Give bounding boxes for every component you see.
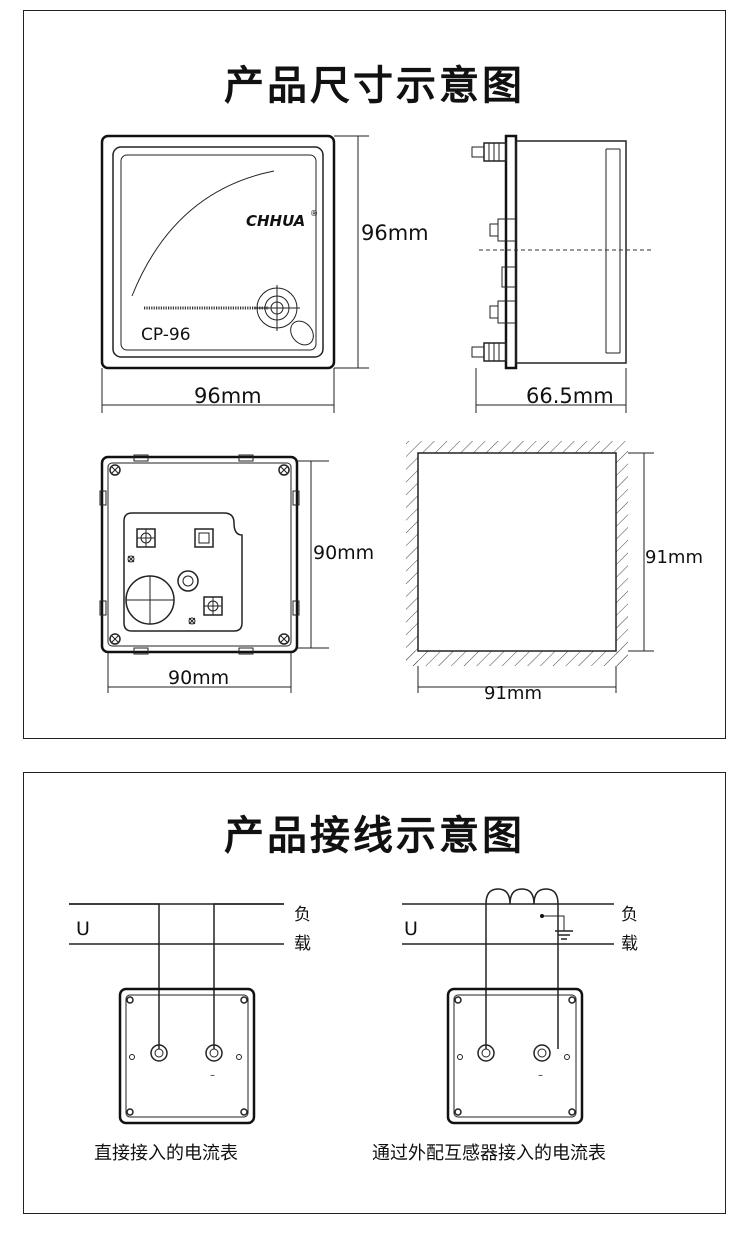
front-height-label: 96mm xyxy=(361,221,429,245)
dimension-panel: 产品尺寸示意图 CHHUA ® CP-96 xyxy=(23,10,726,739)
side-view: 66.5mm xyxy=(471,134,654,413)
cutout-hatch-left xyxy=(406,441,418,666)
brand-logo: CHHUA xyxy=(246,212,305,230)
rear-terminal-plate xyxy=(123,512,243,632)
side-clamp-top xyxy=(483,142,507,162)
model-label: CP-96 xyxy=(141,325,191,345)
ct-meter xyxy=(446,987,584,1125)
ct-terminal-plus xyxy=(477,1044,495,1062)
scale-arc xyxy=(131,170,275,297)
wiring-panel: 产品接线示意图 U 负 载 – 直接接入的电流表 xyxy=(23,772,726,1214)
front-view: CHHUA ® CP-96 96mm 96mm xyxy=(100,134,429,413)
rear-view: 90mm 90mm xyxy=(99,454,374,693)
cutout-hatch-right xyxy=(616,453,628,666)
zero-adjuster-tab xyxy=(290,320,314,346)
side-body xyxy=(515,140,627,364)
direct-terminal-minus xyxy=(205,1044,223,1062)
panel-cutout-view: 91mm 91mm xyxy=(406,441,703,704)
ct-terminal-minus xyxy=(533,1044,551,1062)
front-bezel-outer xyxy=(100,134,336,370)
side-clamp-bottom xyxy=(483,342,507,362)
front-bezel-inner xyxy=(112,146,324,358)
direct-wire-a xyxy=(69,903,160,1049)
ct-voltage-label: U xyxy=(404,918,418,940)
direct-minus-sign: – xyxy=(210,1070,215,1081)
rear-outer xyxy=(100,455,299,654)
rear-terminal-2 xyxy=(194,528,214,548)
ct-coil xyxy=(485,888,559,905)
front-dial-window xyxy=(120,154,317,351)
rear-adjust-knob xyxy=(177,570,199,592)
cutout-width-label: 91mm xyxy=(484,683,542,704)
ct-wiring: U 负 载 – 通过外配互感器接入的电流表 xyxy=(372,888,638,1164)
direct-voltage-label: U xyxy=(76,918,90,940)
direct-load-label-2: 载 xyxy=(294,934,311,954)
cutout-height-label: 91mm xyxy=(645,547,703,568)
side-bezel xyxy=(504,134,518,370)
rear-width-label: 90mm xyxy=(168,667,229,689)
dimension-diagram: CHHUA ® CP-96 96mm 96mm xyxy=(99,134,703,704)
front-width-label: 96mm xyxy=(194,384,262,408)
registered-mark: ® xyxy=(310,209,318,218)
direct-caption: 直接接入的电流表 xyxy=(94,1143,238,1164)
side-depth-label: 66.5mm xyxy=(526,384,614,408)
rear-height-label: 90mm xyxy=(313,542,374,564)
cutout-hatch-top xyxy=(418,441,628,453)
ct-load-label-1: 负 xyxy=(621,905,638,925)
direct-meter xyxy=(118,987,256,1125)
direct-wire-b xyxy=(213,903,284,1049)
ct-caption: 通过外配互感器接入的电流表 xyxy=(372,1143,606,1164)
wiring-title: 产品接线示意图 xyxy=(224,813,525,859)
direct-terminal-plus xyxy=(150,1044,168,1062)
direct-load-label-1: 负 xyxy=(294,905,311,925)
ct-load-label-2: 载 xyxy=(621,934,638,954)
ground-junction xyxy=(540,914,544,918)
side-terminal-2 xyxy=(501,266,517,288)
wiring-diagram: U 负 载 – 直接接入的电流表 U 负 载 xyxy=(69,888,638,1164)
cutout-hatch-bottom xyxy=(406,651,628,666)
rear-corner-screws xyxy=(109,464,290,645)
ground-wire xyxy=(542,915,565,931)
cutout-opening xyxy=(417,452,617,652)
dimension-title: 产品尺寸示意图 xyxy=(224,63,525,109)
ct-minus-sign: – xyxy=(538,1070,543,1081)
direct-wiring: U 负 载 – 直接接入的电流表 xyxy=(69,903,311,1164)
